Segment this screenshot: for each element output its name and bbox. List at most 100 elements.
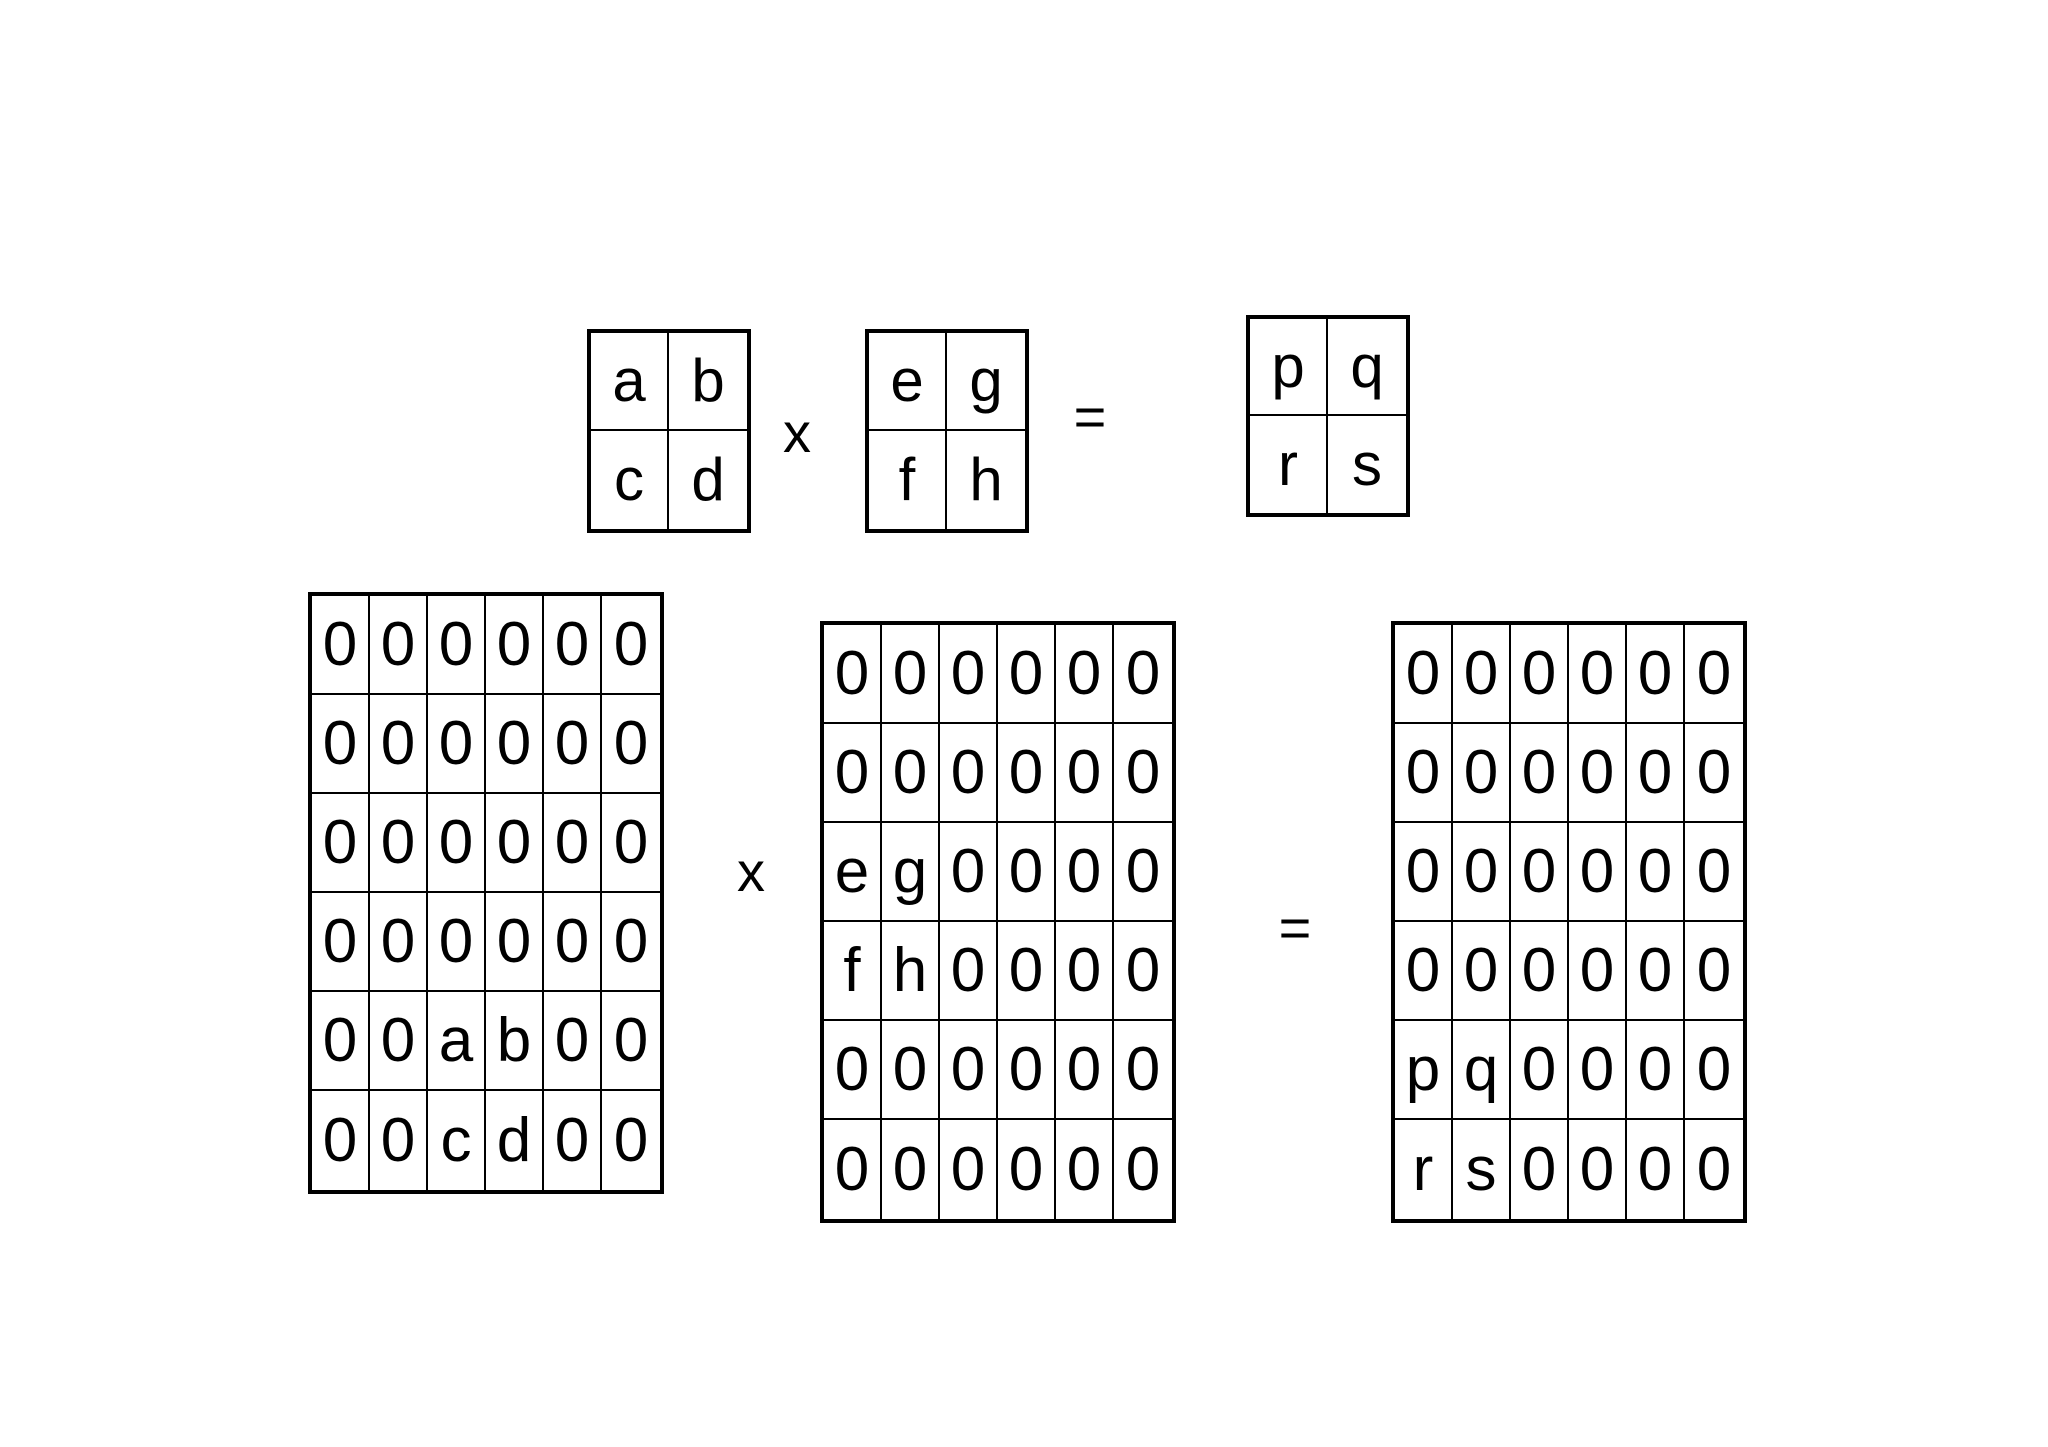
matrix-cell: 0 [1627, 724, 1685, 823]
matrix-cell: 0 [1511, 724, 1569, 823]
matrix-cell: f [869, 431, 947, 529]
matrix-cell: 0 [370, 695, 428, 794]
matrix-cell: 0 [428, 596, 486, 695]
matrix-cell: 0 [1114, 922, 1172, 1021]
matrix-cell: 0 [940, 922, 998, 1021]
matrix-cell: 0 [882, 1021, 940, 1120]
matrix-cell: 0 [602, 893, 660, 992]
matrix-cell: 0 [1395, 823, 1453, 922]
matrix-cell: 0 [1627, 823, 1685, 922]
matrix-cell: q [1328, 319, 1406, 416]
matrix-cell: b [486, 992, 544, 1091]
matrix-cell: 0 [1685, 823, 1743, 922]
matrix-cell: 0 [312, 794, 370, 893]
matrix-cell: 0 [1685, 922, 1743, 1021]
matrix-cell: 0 [998, 823, 1056, 922]
matrix-cell: 0 [544, 695, 602, 794]
padded-equals-sign: = [1278, 896, 1312, 959]
matrix-cell: c [591, 431, 669, 529]
matrix-cell: 0 [1453, 625, 1511, 724]
matrix-cell: c [428, 1091, 486, 1190]
matrix-cell: f [824, 922, 882, 1021]
matrix-cell: 0 [1056, 1120, 1114, 1219]
matrix-cell: 0 [1114, 724, 1172, 823]
matrix-cell: 0 [312, 893, 370, 992]
matrix-cell: 0 [428, 794, 486, 893]
matrix-cell: h [882, 922, 940, 1021]
padded-multiply-sign: x [737, 840, 765, 903]
matrix-cell: 0 [1685, 724, 1743, 823]
matrix-cell: s [1453, 1120, 1511, 1219]
matrix-cell: 0 [602, 794, 660, 893]
matrix-cell: 0 [824, 1120, 882, 1219]
matrix-cell: 0 [486, 893, 544, 992]
matrix-cell: 0 [1696, 1134, 1732, 1204]
matrix-cell: 0 [1569, 823, 1627, 922]
matrix-cell: 0 [602, 992, 660, 1091]
matrix-cell: 0 [1511, 1120, 1569, 1219]
matrix-cell: 0 [824, 625, 882, 724]
matrix-cell: 0 [824, 1021, 882, 1120]
matrix-cell: b [669, 333, 747, 431]
matrix-cell: 0 [1453, 724, 1511, 823]
matrix-cell: 0 [1569, 724, 1627, 823]
matrix-cell: 0 [1627, 625, 1685, 724]
matrix-cell: 0 [882, 724, 940, 823]
matrix-cell: 0 [1569, 1120, 1627, 1219]
matrix-cell: q [1453, 1021, 1511, 1120]
matrix-cell: 0 [940, 823, 998, 922]
matrix-cell: 0 [1395, 724, 1453, 823]
matrix-cell: 0 [370, 1091, 428, 1190]
matrix-cell: 0 [1453, 823, 1511, 922]
matrix-cell: 0 [1569, 922, 1627, 1021]
matrix-cell: 0 [1511, 1021, 1569, 1120]
matrix-cell: 0 [1056, 823, 1114, 922]
matrix-cell: r [1250, 416, 1328, 513]
matrix-cell: 0 [998, 922, 1056, 1021]
matrix-cell: d [691, 446, 725, 513]
matrix-cell: 0 [1395, 625, 1453, 724]
matrix-cell: 0 [370, 893, 428, 992]
matrix-cell: s [1352, 430, 1382, 498]
matrix-cell: 0 [1511, 823, 1569, 922]
matrix-cell: 0 [544, 794, 602, 893]
matrix-cell: 0 [1114, 625, 1172, 724]
matrix-cell: 0 [1056, 724, 1114, 823]
matrix-cell: 0 [370, 794, 428, 893]
matrix-cell: 0 [1685, 625, 1743, 724]
matrix-cell: 0 [1627, 922, 1685, 1021]
matrix-cell: 0 [1395, 922, 1453, 1021]
matrix-cell: 0 [882, 625, 940, 724]
matrix-cell: g [882, 823, 940, 922]
matrix-cell: 0 [1114, 1021, 1172, 1120]
matrix-cell: d [486, 1091, 544, 1190]
matrix-cell: 0 [998, 1120, 1056, 1219]
matrix-cell: 0 [1511, 922, 1569, 1021]
matrix-cell: 0 [544, 893, 602, 992]
matrix-cell: 0 [882, 1120, 940, 1219]
matrix-cell: h [969, 446, 1003, 513]
matrix-cell: 0 [1114, 823, 1172, 922]
matrix-cell: 0 [1056, 922, 1114, 1021]
matrix-cell: 0 [1056, 625, 1114, 724]
matrix-cell: 0 [486, 695, 544, 794]
matrix-cell: e [824, 823, 882, 922]
matrix-cell: 0 [312, 596, 370, 695]
matrix-cell: 0 [602, 695, 660, 794]
matrix-cell: p [1250, 319, 1328, 416]
matrix-cell: 0 [940, 1021, 998, 1120]
matrix-cell: 0 [613, 1105, 649, 1175]
matrix-cell: 0 [940, 1120, 998, 1219]
matrix-cell: 0 [1569, 1021, 1627, 1120]
matrix-cell: 0 [998, 1021, 1056, 1120]
matrix-cell: 0 [1056, 1021, 1114, 1120]
matrix-cell: 0 [998, 724, 1056, 823]
matrix-cell: 0 [486, 596, 544, 695]
matrix-cell: 0 [824, 724, 882, 823]
matrix-cell: 0 [544, 1091, 602, 1190]
matrix-cell: 0 [1569, 625, 1627, 724]
